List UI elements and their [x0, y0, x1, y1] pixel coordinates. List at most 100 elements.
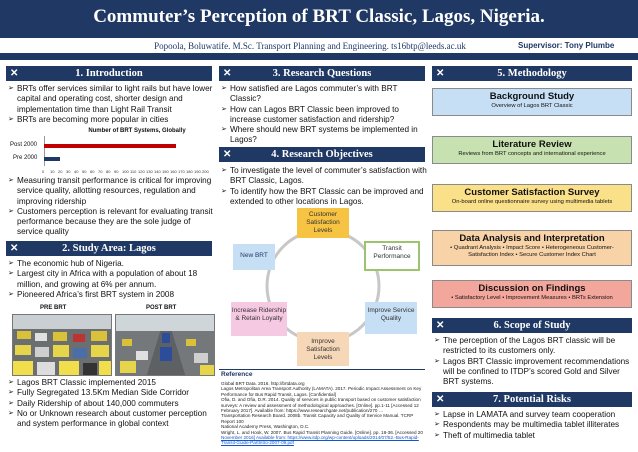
post-brt-photo — [115, 314, 215, 376]
method-step-data-analysis: Data Analysis and Interpretation • Quadr… — [432, 230, 632, 266]
research-questions-bullets: How satisfied are Lagos commuter’s with … — [221, 84, 427, 146]
chart-bar — [44, 157, 60, 161]
pre-brt-photo — [12, 314, 112, 376]
chart-tick-label: 10 — [50, 169, 55, 174]
list-item: To investigate the level of commuter’s s… — [221, 166, 427, 187]
close-icon: ✕ — [10, 68, 19, 79]
chart-tick-label: 150 — [162, 169, 169, 174]
method-step-background-study: Background Study Overview of Lagos BRT C… — [432, 88, 632, 116]
list-item: No or Unknown research about customer pe… — [8, 409, 216, 430]
list-item: To identify how the BRT Classic can be i… — [221, 187, 427, 208]
chart-tick-label: 110 — [130, 169, 137, 174]
list-item: Daily Ridership of about 140,000 commute… — [8, 399, 216, 410]
author-line: Popoola, Boluwatife. M.Sc. Transport Pla… — [154, 41, 466, 51]
reference-box — [219, 369, 425, 449]
chart-tick-label: 190 — [194, 169, 201, 174]
list-item: Pioneered Africa’s first BRT system in 2… — [8, 290, 216, 301]
reference-list: Global BRT Data. 2016. http://brtdata.or… — [221, 381, 425, 446]
list-item: Lagos BRT Classic implemented 2015 — [8, 378, 216, 389]
list-item: Customers perception is relevant for eva… — [8, 207, 214, 238]
list-item: Lagos BRT Classic improvement recommenda… — [434, 357, 634, 388]
chart-tick-label: 30 — [66, 169, 71, 174]
cycle-node-new-brt: New BRT — [240, 252, 268, 259]
cycle-node-improve-satisfaction: Improve Satisfaction Levels — [306, 338, 340, 361]
supervisor-label: Supervisor: Tony Plumbe — [518, 41, 615, 50]
section-header-research-objectives: ✕ 4. Research Objectives — [219, 147, 425, 162]
close-icon: ✕ — [436, 394, 445, 405]
intro-bullets-bottom: Measuring transit performance is critica… — [8, 176, 214, 238]
section-header-scope: ✕ 6. Scope of Study — [432, 318, 632, 333]
reference-link[interactable]: Transit-Guide-PartIntro-2007-09.pdf — [221, 440, 294, 446]
chart-tick-label: 80 — [106, 169, 111, 174]
list-item: Largest city in Africa with a population… — [8, 269, 216, 290]
reference-line: Performance for Bus Rapid Transit, Lagos… — [221, 391, 336, 397]
reference-line: Transportation Research Board. 2008b. Tr… — [221, 413, 414, 424]
chart-bar — [44, 144, 176, 148]
list-item: Where should new BRT systems be implemen… — [221, 125, 427, 146]
chart-tick-label: 180 — [186, 169, 193, 174]
reference-line: National Academy Press, Washington, D.C. — [221, 424, 310, 430]
reference-line: Global BRT Data. 2016. http://brtdata.or… — [221, 381, 305, 386]
risks-bullets: Lapse in LAMATA and survey team cooperat… — [434, 410, 634, 441]
list-item: Measuring transit performance is critica… — [8, 176, 214, 207]
chart-tick-label: 60 — [90, 169, 95, 174]
study-area-bullets: The economic hub of Nigeria. Largest cit… — [8, 259, 216, 300]
section-header-methodology: ✕ 5. Methodology — [432, 66, 632, 81]
cycle-node-increase-ridership: Increase Ridership & Retain Loyalty — [231, 307, 287, 322]
close-icon: ✕ — [223, 68, 232, 79]
poster-title: Commuter’s Perception of BRT Classic, La… — [93, 6, 545, 27]
close-icon: ✕ — [436, 68, 445, 79]
chart-tick-label: 100 — [122, 169, 129, 174]
reference-line: Wright, L. and Hook, W. 2007. Bus Rapid … — [221, 429, 423, 435]
reference-line: Lagos Metropolitan Area Transport Author… — [221, 386, 422, 392]
section-header-research-questions: ✕ 3. Research Questions — [219, 66, 425, 81]
cycle-node-customer-satisfaction: Customer Satisfaction Levels — [306, 211, 340, 234]
section-header-study-area: ✕ 2. Study Area: Lagos — [6, 241, 212, 256]
chart-tick-label: 130 — [146, 169, 153, 174]
author-bar — [0, 38, 638, 56]
method-step-customer-satisfaction-survey: Customer Satisfaction Survey On-board on… — [432, 184, 632, 212]
list-item: The economic hub of Nigeria. — [8, 259, 216, 270]
chart-tick-label: 20 — [58, 169, 63, 174]
chart-tick-label: 0 — [42, 169, 45, 174]
list-item: Respondents may be multimedia tablet ill… — [434, 420, 634, 431]
reference-line: February 2017]. Available from: https://… — [221, 408, 384, 414]
chart-tick-label: 90 — [114, 169, 119, 174]
list-item: BRTs are becoming more popular in cities — [8, 115, 214, 126]
cycle-node-transit-performance: Transit Performance — [373, 245, 411, 260]
chart-tick-label: 200 — [202, 169, 209, 174]
research-objectives-bullets: To investigate the level of commuter’s s… — [221, 166, 427, 207]
list-item: Lapse in LAMATA and survey team cooperat… — [434, 410, 634, 421]
study-area-bullets-bottom: Lagos BRT Classic implemented 2015 Fully… — [8, 378, 216, 429]
list-item: BRTs offer services similar to light rai… — [8, 84, 214, 115]
chart-tick-label: 70 — [98, 169, 103, 174]
close-icon: ✕ — [10, 243, 19, 254]
list-item: How can Lagos BRT Classic been improved … — [221, 105, 427, 126]
list-item: Theft of multimedia tablet — [434, 431, 634, 442]
close-icon: ✕ — [436, 320, 445, 331]
photo-caption-post-brt: POST BRT — [146, 305, 177, 311]
chart-tick-label: 40 — [74, 169, 79, 174]
list-item: How satisfied are Lagos commuter’s with … — [221, 84, 427, 105]
method-step-literature-review: Literature Review Reviews from BRT conce… — [432, 136, 632, 164]
list-item: Fully Segregated 13.5Km Median Side Corr… — [8, 388, 216, 399]
chart-tick-label: 50 — [82, 169, 87, 174]
chart-tick-label: 160 — [170, 169, 177, 174]
reference-line: Ofia, D. and Ofia, D.R. 2014. Quality of… — [221, 397, 421, 403]
chart-category-label: Post 2000 — [10, 142, 38, 148]
list-item: The perception of the Lagos BRT classic … — [434, 336, 634, 357]
chart-tick-label: 140 — [154, 169, 161, 174]
chart-tick-label: 170 — [178, 169, 185, 174]
reference-link[interactable]: November 2016] Available from: https://w… — [221, 435, 419, 441]
close-icon: ✕ — [223, 149, 232, 160]
chart-tick-label: 120 — [138, 169, 145, 174]
objectives-cycle-diagram — [231, 208, 420, 366]
reference-heading: Reference — [221, 371, 253, 378]
cycle-node-improve-service-quality: Improve Service Quality — [367, 307, 415, 322]
photo-caption-pre-brt: PRE BRT — [40, 305, 67, 311]
chart-title: Number of BRT Systems, Globally — [88, 128, 186, 134]
section-header-potential-risks: ✕ 7. Potential Risks — [432, 392, 632, 407]
scope-bullets: The perception of the Lagos BRT classic … — [434, 336, 634, 387]
reference-line: surveys: A review and assessment of meth… — [221, 402, 419, 408]
method-step-discussion: Discussion on Findings • Satisfactory Le… — [432, 280, 632, 308]
